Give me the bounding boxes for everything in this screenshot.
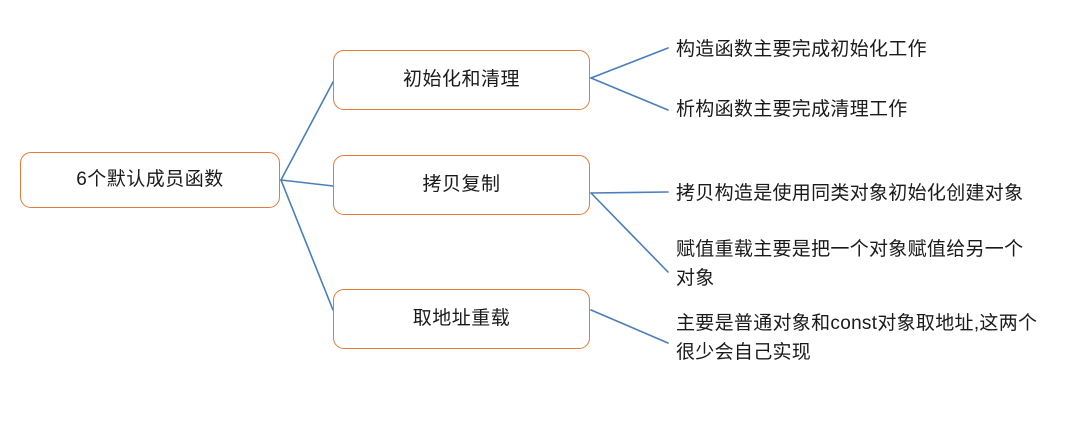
leaf-label-destructor: 析构函数主要完成清理工作 — [676, 99, 908, 120]
branch-node-label: 初始化和清理 — [402, 69, 520, 91]
branch-node-initialization-cleanup[interactable]: 初始化和清理 — [333, 50, 590, 110]
leaf-label-constructor: 构造函数主要完成初始化工作 — [676, 39, 927, 60]
branch-node-copy[interactable]: 拷贝复制 — [333, 155, 590, 215]
leaf-label-address-overload: 主要是普通对象和const对象取地址,这两个 很少会自己实现 — [676, 313, 1038, 363]
branch-node-label: 拷贝复制 — [422, 174, 501, 196]
root-node[interactable]: 6个默认成员函数 — [20, 152, 280, 208]
leaf-label-assignment-overload: 赋值重载主要是把一个对象赋值给另一个 对象 — [676, 239, 1024, 289]
edge-branch-1-to-leaf-2 — [590, 191, 669, 194]
branch-node-address-overload[interactable]: 取地址重载 — [333, 289, 590, 349]
edge-root-to-branch-2 — [280, 179, 334, 311]
edge-branch-0-to-leaf-1 — [590, 77, 669, 111]
leaf-label-copy-constructor: 拷贝构造是使用同类对象初始化创建对象 — [676, 183, 1024, 204]
root-node-label: 6个默认成员函数 — [76, 169, 224, 191]
edge-branch-0-to-leaf-0 — [590, 47, 669, 79]
branch-node-label: 取地址重载 — [412, 308, 511, 330]
edge-branch-1-to-leaf-3 — [590, 192, 669, 273]
edge-root-to-branch-0 — [280, 81, 334, 181]
edge-root-to-branch-1 — [280, 179, 334, 187]
edge-branch-2-to-leaf-4 — [590, 309, 669, 344]
